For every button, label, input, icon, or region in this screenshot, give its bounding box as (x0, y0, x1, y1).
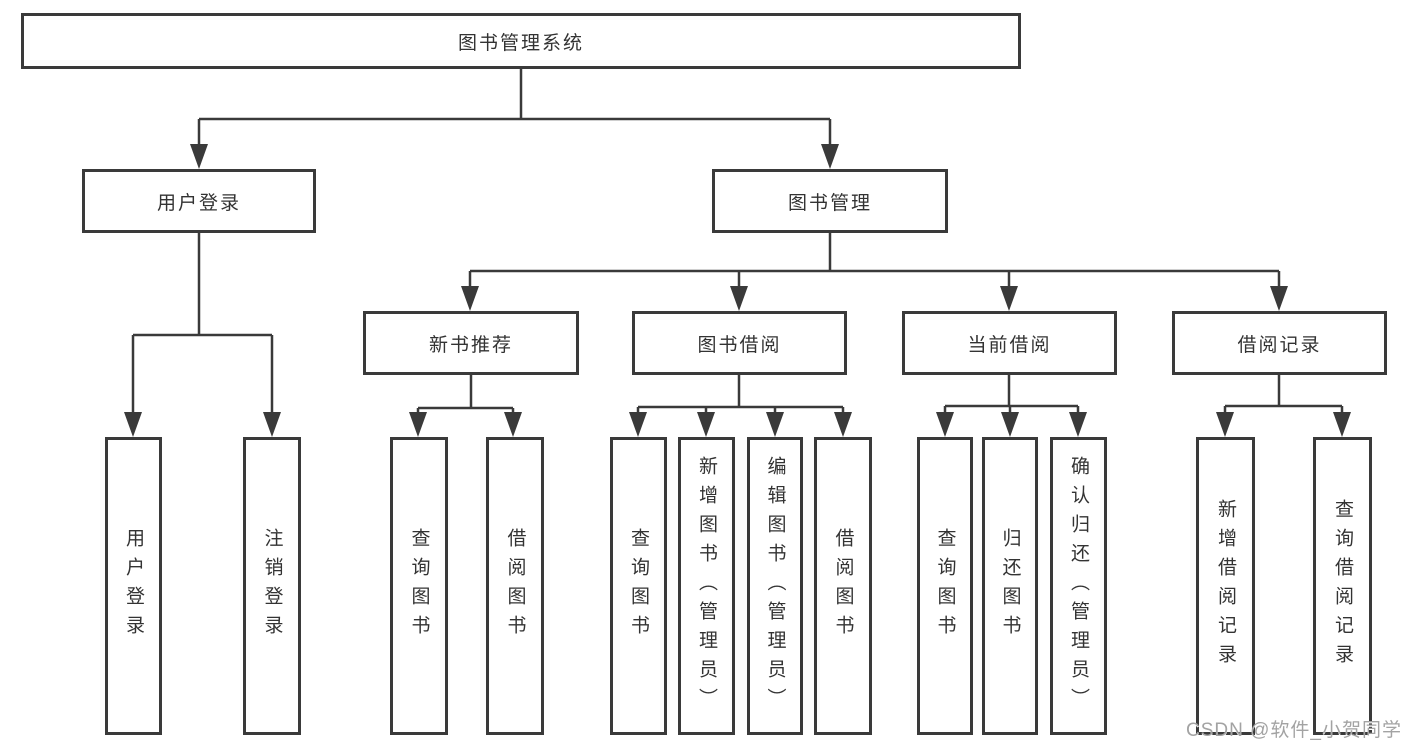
connector-user-login-to-leaves (131, 233, 274, 414)
leaf-add-books-admin-label: 新增图书（管理员） (696, 455, 717, 717)
connector-book-management-to-level3 (468, 233, 1281, 288)
leaf-query-books-current-label: 查询图书 (934, 528, 956, 644)
leaf-add-borrow-record: 新增借阅记录 (1196, 437, 1255, 735)
node-new-book-recommend-label: 新书推荐 (428, 334, 513, 356)
connector-root-to-level2 (197, 69, 832, 146)
node-user-login: 用户登录 (82, 169, 316, 233)
node-current-borrow: 当前借阅 (902, 311, 1117, 375)
leaf-query-books-current: 查询图书 (917, 437, 973, 735)
node-root-label: 图书管理系统 (457, 32, 584, 54)
leaf-query-borrow-record-label: 查询借阅记录 (1332, 499, 1353, 673)
leaf-borrow-books-label: 借阅图书 (832, 528, 854, 644)
leaf-return-books: 归还图书 (982, 437, 1038, 735)
node-book-management: 图书管理 (712, 169, 948, 233)
leaf-logout-label: 注销登录 (261, 528, 283, 644)
leaf-logout: 注销登录 (243, 437, 301, 735)
leaf-query-books-recommend: 查询图书 (390, 437, 448, 735)
leaf-query-borrow-record: 查询借阅记录 (1313, 437, 1372, 735)
leaf-return-books-label: 归还图书 (999, 528, 1021, 644)
connector-current-borrow-to-leaves (943, 375, 1080, 414)
leaf-confirm-return-admin: 确认归还（管理员） (1050, 437, 1107, 735)
leaf-user-login-label: 用户登录 (123, 528, 144, 644)
leaf-query-books-borrow: 查询图书 (610, 437, 667, 735)
node-current-borrow-label: 当前借阅 (967, 334, 1052, 356)
connector-book-borrow-to-leaves (636, 375, 845, 414)
node-borrow-records-label: 借阅记录 (1237, 334, 1322, 356)
leaf-add-books-admin: 新增图书（管理员） (678, 437, 735, 735)
node-user-login-label: 用户登录 (156, 192, 241, 214)
leaf-borrow-books: 借阅图书 (814, 437, 872, 735)
leaf-borrow-books-recommend-label: 借阅图书 (504, 528, 526, 644)
leaf-user-login: 用户登录 (105, 437, 162, 735)
leaf-query-books-borrow-label: 查询图书 (628, 528, 649, 644)
leaf-borrow-books-recommend: 借阅图书 (486, 437, 544, 735)
node-book-borrow-label: 图书借阅 (697, 334, 782, 356)
connector-new-book-recommend-to-leaves (416, 375, 515, 414)
csdn-watermark: CSDN @软件_小贺同学 (1186, 720, 1402, 741)
node-root: 图书管理系统 (21, 13, 1021, 69)
leaf-add-borrow-record-label: 新增借阅记录 (1215, 499, 1236, 673)
leaf-edit-books-admin: 编辑图书（管理员） (747, 437, 803, 735)
node-book-management-label: 图书管理 (787, 192, 872, 214)
node-book-borrow: 图书借阅 (632, 311, 847, 375)
leaf-confirm-return-admin-label: 确认归还（管理员） (1068, 455, 1089, 717)
node-borrow-records: 借阅记录 (1172, 311, 1387, 375)
connector-borrow-records-to-leaves (1223, 375, 1344, 414)
node-new-book-recommend: 新书推荐 (363, 311, 579, 375)
leaf-query-books-recommend-label: 查询图书 (408, 528, 430, 644)
leaf-edit-books-admin-label: 编辑图书（管理员） (764, 455, 786, 717)
